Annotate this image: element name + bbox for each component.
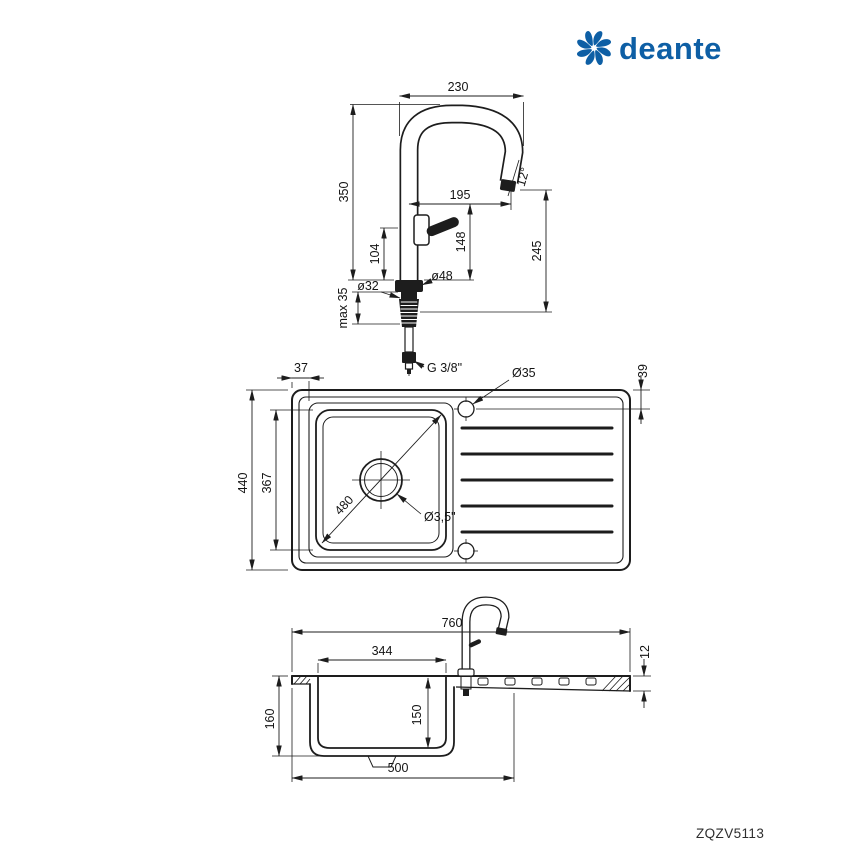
dim-body-height: 104 (368, 227, 398, 281)
dim-label-245: 245 (530, 241, 544, 262)
drainer-grooves (460, 426, 614, 534)
dim-spout-width: 230 (399, 80, 524, 146)
dim-overall-depth: 440 (236, 389, 288, 571)
dim-label-195: 195 (450, 188, 471, 202)
dim-label-760: 760 (442, 616, 463, 630)
faucet-front-view: 230 350 195 12° (336, 80, 552, 376)
sink-outline (291, 389, 631, 571)
dim-tap-hole-offset: 39 (476, 364, 650, 424)
dim-edge-to-bowl: 37 (277, 361, 324, 401)
dim-pipe-diameter: ø32 (357, 279, 401, 299)
dim-label-d35: Ø35 (512, 366, 536, 380)
dim-label-12: 12 (638, 645, 652, 659)
faucet-base (395, 280, 423, 374)
dim-label-d48: ø48 (431, 269, 453, 283)
dim-label-440: 440 (236, 473, 250, 494)
tap-hole-top (454, 397, 475, 421)
faucet-handle (413, 214, 459, 246)
section-grooves (477, 677, 597, 686)
dim-label-344: 344 (372, 644, 393, 658)
dim-bowl-depth: 367 (260, 409, 313, 551)
faucet-body (399, 104, 524, 288)
dim-label-12deg: 12° (514, 166, 533, 188)
brand-logo: deante (576, 30, 722, 66)
dim-label-thread: G 3/8" (427, 361, 462, 375)
dim-overall-height: 160 (263, 675, 320, 757)
dim-min-cabinet: 500 (291, 688, 515, 782)
dim-label-150: 150 (410, 705, 424, 726)
dim-total-height: 350 (337, 104, 440, 281)
dim-label-500: 500 (388, 761, 409, 775)
sink-section-view: 760 344 12 160 (263, 596, 652, 782)
dim-label-104: 104 (368, 244, 382, 265)
dim-label-148: 148 (454, 232, 468, 253)
dim-label-350: 350 (337, 182, 351, 203)
dim-edge-thickness: 12 (633, 645, 652, 708)
dim-label-160: 160 (263, 709, 277, 730)
section-bowl (309, 675, 455, 768)
dim-label-230: 230 (448, 80, 469, 94)
faucet-silhouette (457, 596, 510, 696)
dim-bowl-width: 344 (317, 644, 447, 673)
dim-label-d32: ø32 (357, 279, 379, 293)
dim-label-39: 39 (636, 364, 650, 378)
product-code: ZQZV5113 (696, 826, 765, 841)
deante-swirl-icon (577, 31, 611, 65)
dim-label-480: 480 (332, 493, 356, 518)
dim-flange-diameter: ø48 (421, 269, 453, 286)
dim-label-drain: Ø3,5" (424, 510, 456, 524)
dim-spout-reach: 195 (408, 186, 512, 210)
dim-tap-hole-diameter: Ø35 (472, 366, 536, 405)
dim-spout-angle: 12° (507, 159, 533, 197)
sink-top-view: 37 39 440 367 (236, 361, 650, 571)
dim-overall-width: 760 (291, 616, 631, 672)
drain-fitting (367, 755, 397, 768)
dim-label-max35: max 35 (336, 287, 350, 328)
dim-connection-thread: G 3/8" (413, 360, 462, 375)
brand-name: deante (619, 30, 722, 66)
dim-label-37: 37 (294, 361, 308, 375)
dim-drain-diameter: Ø3,5" (396, 493, 456, 524)
dim-bowl-inner-depth: 150 (410, 677, 431, 749)
dim-outlet-height: 245 (420, 189, 552, 313)
dim-label-367: 367 (260, 473, 274, 494)
tap-hole-bottom (454, 539, 478, 563)
dim-max-counter: max 35 (336, 287, 400, 329)
